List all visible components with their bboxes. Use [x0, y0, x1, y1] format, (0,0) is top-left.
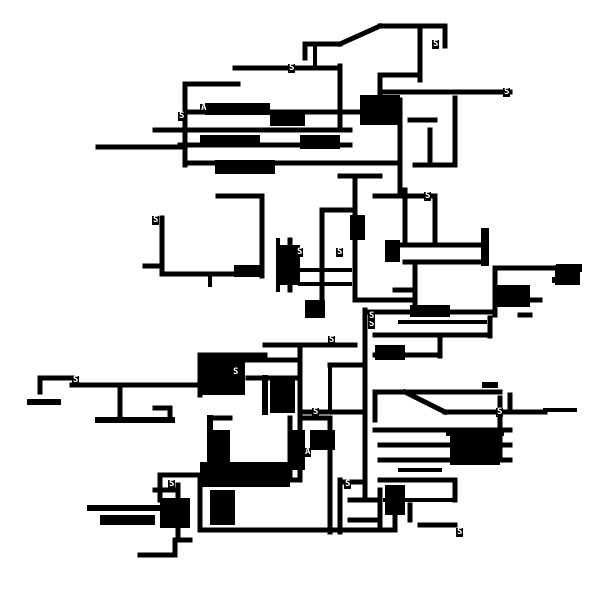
maze-block: [215, 160, 275, 174]
start-marker-label: S: [312, 407, 320, 417]
start-marker-label: S: [424, 191, 432, 201]
start-marker-label: S: [152, 215, 160, 225]
start-marker-label: S: [328, 335, 336, 345]
start-marker-label: S: [168, 479, 176, 489]
maze-block: [300, 135, 340, 149]
maze-block: [100, 515, 155, 525]
start-marker-label: S: [432, 39, 440, 49]
maze-block: [210, 430, 230, 470]
maze-block: [280, 245, 300, 285]
maze-block: [305, 300, 325, 318]
start-marker-label: S: [288, 63, 296, 73]
agent-marker-label: A: [200, 103, 208, 113]
maze-block: [375, 345, 405, 360]
maze-block: [210, 490, 235, 525]
agent-marker-label: A: [304, 447, 312, 457]
maze-block: [410, 305, 450, 317]
maze-block: [310, 430, 335, 450]
maze-block: [290, 430, 305, 470]
maze-block: [450, 430, 500, 465]
start-marker-label: S: [496, 407, 504, 417]
maze-block: [200, 135, 260, 143]
start-marker-label: S: [178, 111, 186, 121]
maze-block: [495, 285, 530, 307]
start-marker-label: S: [456, 527, 464, 537]
maze-wall: [401, 388, 449, 416]
start-marker-label: S: [503, 87, 511, 97]
maze-block: [350, 215, 365, 240]
start-marker-label: S: [336, 247, 344, 257]
maze-block: [360, 95, 400, 125]
maze-block: [234, 265, 262, 277]
start-marker-label: S: [344, 479, 352, 489]
maze-block: [200, 462, 290, 487]
start-marker-label: S: [368, 319, 376, 329]
maze-block: [555, 265, 580, 285]
maze-block: [270, 112, 305, 126]
start-marker-label: S: [368, 311, 376, 321]
maze-wall: [336, 22, 384, 48]
start-marker-label: S: [296, 247, 304, 257]
maze-block: [385, 485, 405, 515]
maze-block: [160, 498, 190, 528]
start-marker-label: S: [232, 367, 240, 377]
start-marker-label: S: [72, 375, 80, 385]
maze-block: [270, 378, 295, 413]
maze-block: [205, 103, 270, 115]
maze-block: [385, 240, 400, 262]
